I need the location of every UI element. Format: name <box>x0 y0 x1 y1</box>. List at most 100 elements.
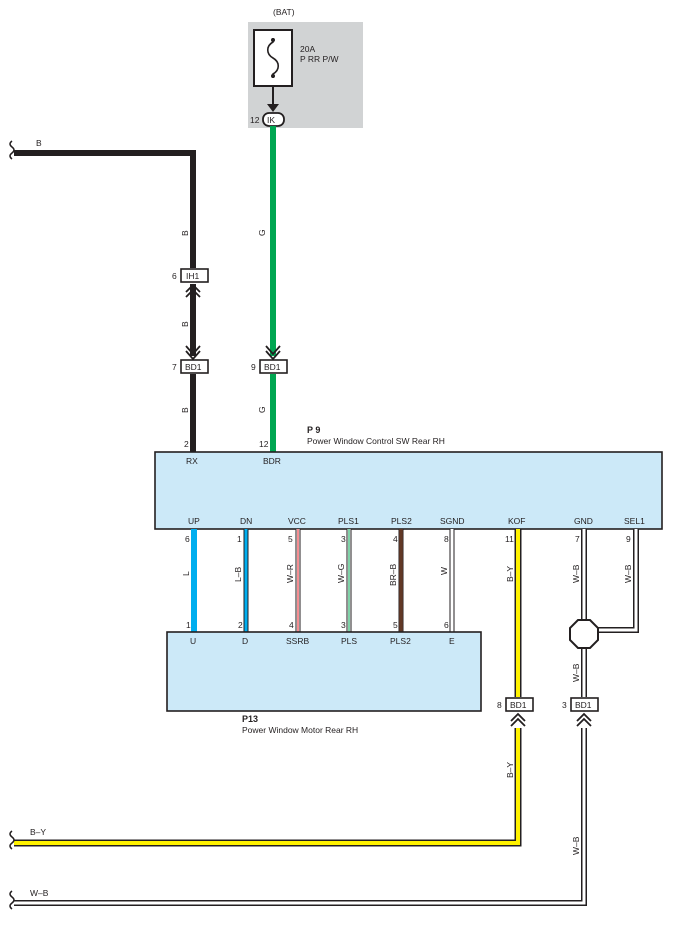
chevron-up-icon <box>185 283 201 298</box>
wire-b: B B B B IH1 6 <box>9 138 209 452</box>
p9-term-vcc: VCC <box>288 516 306 526</box>
p9-pin-5: 5 <box>288 534 293 544</box>
connector-ih1-pin: 6 <box>172 271 177 281</box>
connector-ik-pin: 12 <box>250 115 260 125</box>
wire-label-w: W <box>439 567 449 575</box>
connector-ih1 <box>180 268 209 283</box>
chevron-down-icon <box>265 345 281 361</box>
p9-pin-9: 9 <box>626 534 631 544</box>
battery-fuse-block: (BAT) 20A P RR P/W IK 12 <box>248 7 363 128</box>
wire-break-icon <box>9 140 15 160</box>
wire-b-y: B–Y BD1 8 B–Y B–Y <box>9 529 534 850</box>
p13-box <box>166 631 482 712</box>
wire-g: G G <box>257 126 281 452</box>
p13-pin-1: 1 <box>186 620 191 630</box>
wire-label-g-2: G <box>257 406 267 413</box>
wire-label-w-r: W–R <box>285 564 295 583</box>
p13-term-pls2: PLS2 <box>390 636 411 646</box>
p13-term-e: E <box>449 636 455 646</box>
p13-name: Power Window Motor Rear RH <box>242 725 358 735</box>
fuse-amperage: 20A <box>300 44 315 54</box>
p13-pin-2: 2 <box>238 620 243 630</box>
wire-label-w-b-3: W–B <box>571 663 581 682</box>
connector-ih1-label: IH1 <box>186 271 200 281</box>
wire-w-b: W–B W–B W–B BD1 3 W–B W–B <box>9 529 639 910</box>
component-p9: P 9 Power Window Control SW Rear RH 2 12… <box>154 425 663 544</box>
chevron-up-icon <box>510 712 526 727</box>
wire-label-b-2: B <box>180 321 190 327</box>
connector-bd1-3 <box>570 697 599 712</box>
p9-code: P 9 <box>307 425 320 435</box>
p9-pin-1: 1 <box>237 534 242 544</box>
p9-term-sel1: SEL1 <box>624 516 645 526</box>
p13-term-pls: PLS <box>341 636 357 646</box>
chevron-up-icon <box>576 712 592 727</box>
p13-term-ssrb: SSRB <box>286 636 309 646</box>
connector-bd1-7 <box>180 359 209 374</box>
p13-pin-6: 6 <box>444 620 449 630</box>
wire-label-b-top: B <box>36 138 42 148</box>
wire-label-w-g: W–G <box>336 564 346 583</box>
p9-pin-7: 7 <box>575 534 580 544</box>
fuse-name: P RR P/W <box>300 54 339 64</box>
connector-bd1-7-label: BD1 <box>185 362 202 372</box>
p9-term-up: UP <box>188 516 200 526</box>
p9-box <box>154 451 663 530</box>
connector-bd1-7-pin: 7 <box>172 362 177 372</box>
wire-label-b-1: B <box>180 230 190 236</box>
wire-label-br-b: BR–B <box>388 563 398 586</box>
p9-term-gnd: GND <box>574 516 593 526</box>
p9-term-sgnd: SGND <box>440 516 465 526</box>
p9-term-dn: DN <box>240 516 252 526</box>
wire-label-b-y: B–Y <box>505 566 515 582</box>
connector-bd1-9-label: BD1 <box>264 362 281 372</box>
wire-label-w-b-2: W–B <box>623 564 633 583</box>
wire-label-l-b: L–B <box>233 567 243 582</box>
p9-pin-2: 2 <box>184 439 189 449</box>
p9-pin-12: 12 <box>259 439 269 449</box>
p9-term-pls2: PLS2 <box>391 516 412 526</box>
wire-label-g-1: G <box>257 229 267 236</box>
p13-code: P13 <box>242 714 258 724</box>
connector-bd1-9-pin: 9 <box>251 362 256 372</box>
component-p13: 1 2 4 3 5 6 U D SSRB PLS PLS2 E P13 Powe… <box>166 620 482 735</box>
connector-bd1-3-label: BD1 <box>575 700 592 710</box>
p9-pin-3: 3 <box>341 534 346 544</box>
p9-pin-8: 8 <box>444 534 449 544</box>
wires-p9-p13: L L–B W–R W–G BR–B W <box>181 529 455 632</box>
p9-name: Power Window Control SW Rear RH <box>307 436 445 446</box>
wire-break-icon <box>9 830 15 850</box>
connector-bd1-row: BD1 7 BD1 9 <box>172 359 288 374</box>
p9-term-bdr: BDR <box>263 456 281 466</box>
p9-term-kof: KOF <box>508 516 525 526</box>
p9-term-rx: RX <box>186 456 198 466</box>
p13-pin-3: 3 <box>341 620 346 630</box>
battery-label: (BAT) <box>273 7 295 17</box>
chevron-down-icon <box>185 345 201 361</box>
p9-pin-11: 11 <box>505 534 514 544</box>
p13-pin-5: 5 <box>393 620 398 630</box>
wire-label-b-y-lower: B–Y <box>505 762 515 778</box>
wire-label-b-y-left: B–Y <box>30 827 46 837</box>
p9-pin-6: 6 <box>185 534 190 544</box>
p13-pin-4: 4 <box>289 620 294 630</box>
arrow-down-icon <box>267 104 279 112</box>
p9-term-pls1: PLS1 <box>338 516 359 526</box>
wire-label-w-b-left: W–B <box>30 888 49 898</box>
p9-pin-4: 4 <box>393 534 398 544</box>
fuse-icon <box>266 38 280 78</box>
wire-label-w-b-1: W–B <box>571 564 581 583</box>
connector-bd1-8-pin: 8 <box>497 700 502 710</box>
connector-bd1-3-pin: 3 <box>562 700 567 710</box>
connector-bd1-9 <box>259 359 288 374</box>
junction-icon <box>569 619 599 649</box>
connector-bd1-8-label: BD1 <box>510 700 527 710</box>
p13-term-u: U <box>190 636 196 646</box>
wire-label-l: L <box>181 571 191 576</box>
wire-break-icon <box>9 890 15 910</box>
p13-term-d: D <box>242 636 248 646</box>
wire-label-b-3: B <box>180 407 190 413</box>
wire-label-w-b-lower: W–B <box>571 836 581 855</box>
connector-ik-label: IK <box>267 115 275 125</box>
